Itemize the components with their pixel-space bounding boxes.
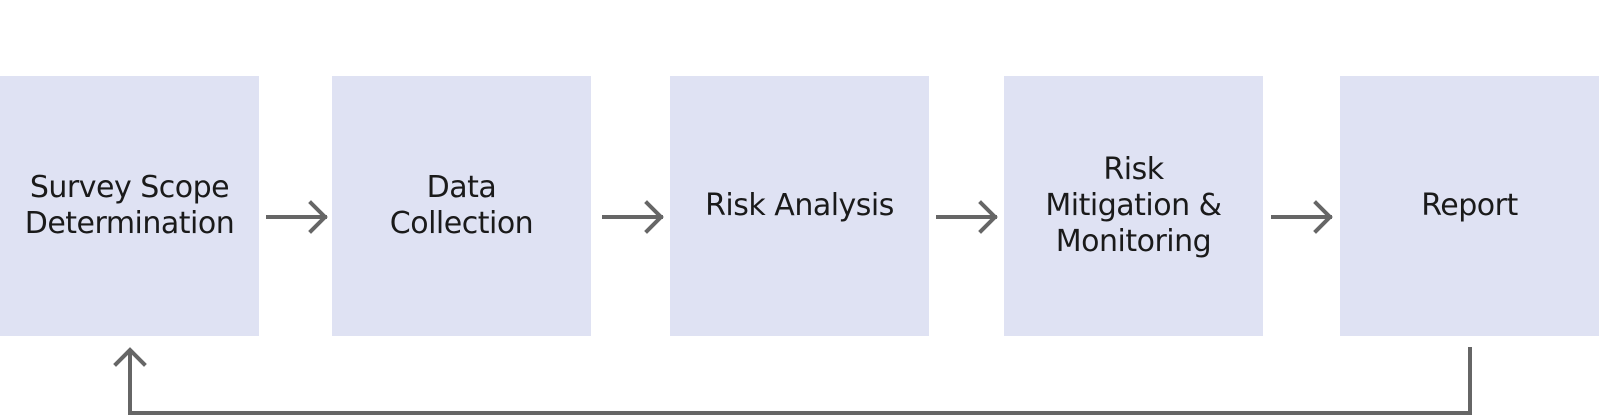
step-survey-scope-box: Survey Scope Determination xyxy=(0,76,259,336)
step-data-collection-box: Data Collection xyxy=(332,76,591,336)
step-data-collection-label: Data Collection xyxy=(389,170,534,241)
step-risk-analysis-label: Risk Analysis xyxy=(705,188,894,223)
arrow-right-icon xyxy=(936,200,998,234)
feedback-loop-arrow-icon xyxy=(113,347,1472,415)
step-report-box: Report xyxy=(1340,76,1599,336)
step-survey-scope-label: Survey Scope Determination xyxy=(24,170,235,241)
step-risk-mitigation-box: Risk Mitigation & Monitoring xyxy=(1004,76,1263,336)
step-risk-mitigation-label: Risk Mitigation & Monitoring xyxy=(1045,152,1222,259)
arrow-right-icon xyxy=(1271,200,1333,234)
step-risk-analysis-box: Risk Analysis xyxy=(670,76,929,336)
arrow-right-icon xyxy=(266,200,328,234)
step-report-label: Report xyxy=(1421,188,1518,223)
arrow-right-icon xyxy=(602,200,664,234)
